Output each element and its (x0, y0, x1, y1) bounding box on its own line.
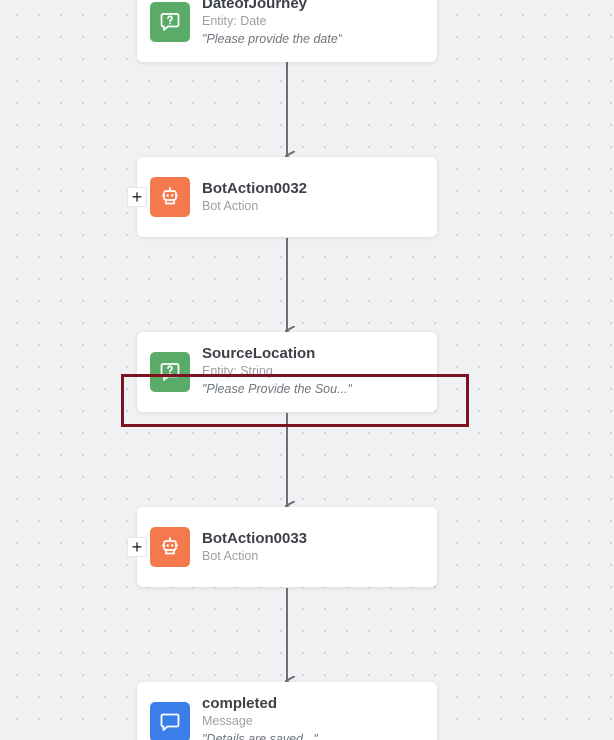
flow-node-completed[interactable]: completed Message "Details are saved..." (137, 682, 437, 740)
node-title: SourceLocation (202, 345, 316, 362)
node-subtitle: Message (202, 714, 253, 728)
node-subtitle: Bot Action (202, 199, 259, 213)
message-icon (150, 702, 190, 740)
flow-node-source-location[interactable]: SourceLocation Entity: String "Please Pr… (137, 332, 437, 412)
expand-button[interactable]: + (127, 187, 147, 207)
flow-node-bot-action-0032[interactable]: + BotAction0032 Bot Action (127, 157, 437, 237)
node-subtitle: Entity: Date (202, 14, 267, 28)
bot-action-icon (150, 527, 190, 567)
node-subtitle: Entity: String (202, 364, 273, 378)
node-subtitle: Bot Action (202, 549, 259, 563)
node-prompt: "Please Provide the Sou..." (202, 382, 352, 396)
flow-node-date-of-journey[interactable]: DateofJourney Entity: Date "Please provi… (137, 0, 437, 62)
node-prompt: "Details are saved..." (202, 732, 318, 740)
entity-prompt-icon (150, 2, 190, 42)
node-title: BotAction0033 (202, 530, 308, 547)
flow-node-bot-action-0033[interactable]: + BotAction0033 Bot Action (127, 507, 437, 587)
node-prompt: "Please provide the date" (202, 32, 343, 46)
entity-prompt-icon (150, 352, 190, 392)
node-title: BotAction0032 (202, 180, 308, 197)
node-title: DateofJourney (202, 0, 308, 12)
bot-action-icon (150, 177, 190, 217)
expand-button[interactable]: + (127, 537, 147, 557)
node-title: completed (202, 695, 278, 712)
